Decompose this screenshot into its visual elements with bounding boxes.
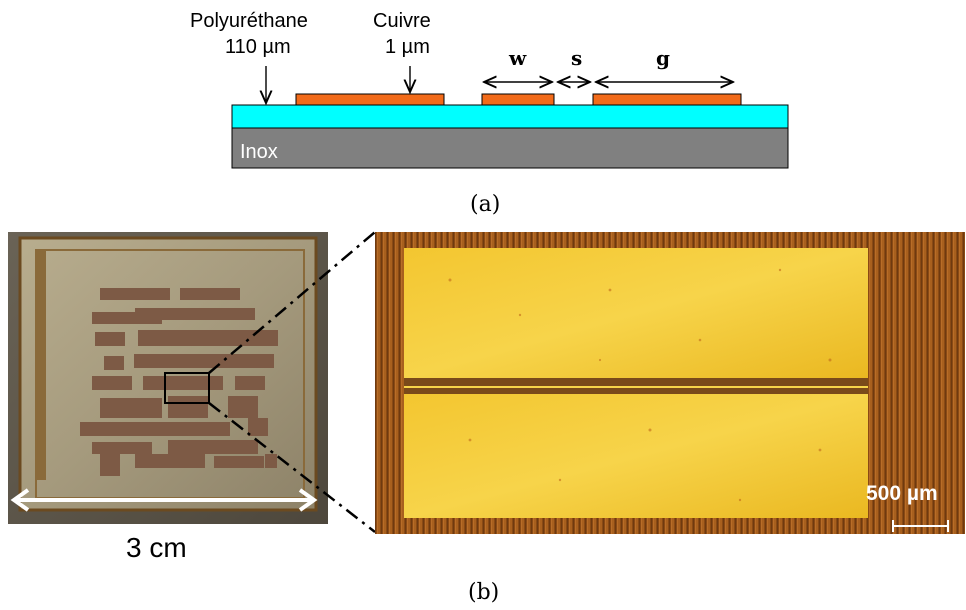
sample-photo: [8, 232, 328, 524]
zoom-region-box: [164, 372, 210, 404]
scale-label-500um: 500 µm: [866, 482, 938, 505]
polyurethane-layer: [231, 104, 789, 129]
caption-a: (a): [470, 192, 501, 217]
steel-layer: [231, 127, 789, 169]
polyurethane-thickness-label: 110 µm: [225, 36, 291, 58]
micrograph: [375, 232, 965, 534]
caption-b: (b): [468, 580, 500, 605]
photographs: [8, 231, 965, 534]
s-label: s: [571, 46, 583, 70]
copper-strip-2: [481, 93, 555, 106]
copper-thickness-label: 1 µm: [385, 36, 430, 58]
scale-label-3cm: 3 cm: [126, 532, 187, 563]
zoom-line-top: [208, 231, 376, 374]
steel-label: Inox: [240, 141, 278, 163]
polyurethane-label: Polyuréthane: [190, 10, 308, 32]
copper-label: Cuivre: [373, 10, 431, 32]
cross-section-drawing: [231, 66, 789, 169]
w-label: w: [509, 46, 527, 70]
copper-strip-1: [295, 93, 445, 106]
g-label: g: [656, 46, 670, 70]
copper-strip-3: [592, 93, 742, 106]
zoom-line-bottom: [208, 402, 376, 533]
signal-strip: [404, 248, 868, 378]
ground-strip: [404, 394, 868, 518]
